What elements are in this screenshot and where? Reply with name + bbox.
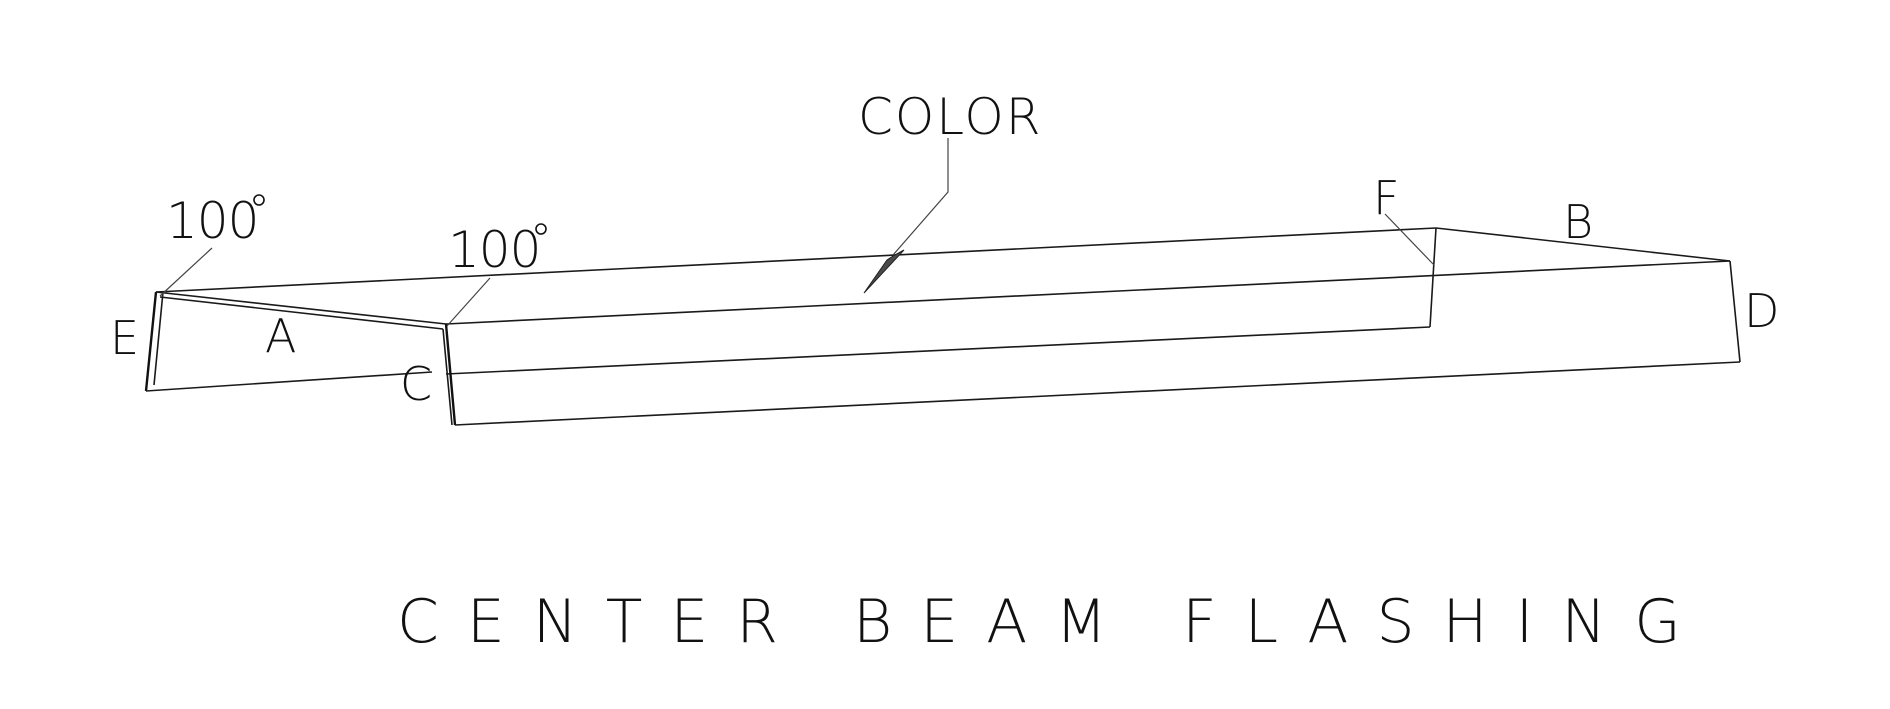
ridge-face-a-bottom xyxy=(159,296,444,330)
degree-symbol-left-icon xyxy=(253,194,265,206)
edge-label-c: C xyxy=(400,357,432,411)
inner-lower-edge xyxy=(445,326,1431,375)
edge-label-d: D xyxy=(1744,284,1779,338)
ridge-face-a-top xyxy=(155,291,447,325)
fold-f-leader xyxy=(1384,213,1435,266)
top-back-edge xyxy=(155,227,1437,293)
edge-label-a: A xyxy=(265,309,296,363)
angle-leader-left xyxy=(159,247,213,297)
color-callout-label: COLOR xyxy=(858,88,1042,146)
drawing-title: CENTER BEAM FLASHING xyxy=(397,587,1709,657)
left-hem-front-edge xyxy=(144,291,158,392)
color-leader-line xyxy=(892,138,949,256)
color-arrowhead-icon xyxy=(863,249,905,294)
angle-label-left: 100 xyxy=(166,192,258,250)
ridge-line xyxy=(445,260,1731,325)
right-end-d-edge xyxy=(1729,260,1741,363)
bottom-front-edge xyxy=(454,361,1741,426)
angle-leader-center xyxy=(446,277,491,327)
edge-label-b: B xyxy=(1563,195,1593,249)
flashing-outline xyxy=(144,227,1741,426)
left-hem-inner-edge xyxy=(153,291,164,386)
left-hem-bottom-edge xyxy=(145,371,433,392)
edge-label-f: F xyxy=(1373,171,1399,225)
degree-symbol-center-icon xyxy=(535,223,547,235)
front-panel-c-edge xyxy=(444,323,457,426)
fold-f-line xyxy=(1429,227,1437,328)
top-right-edge-b xyxy=(1435,227,1731,262)
edge-label-e: E xyxy=(110,311,139,365)
front-panel-c-inner xyxy=(442,328,453,426)
angle-label-center: 100 xyxy=(448,221,540,279)
